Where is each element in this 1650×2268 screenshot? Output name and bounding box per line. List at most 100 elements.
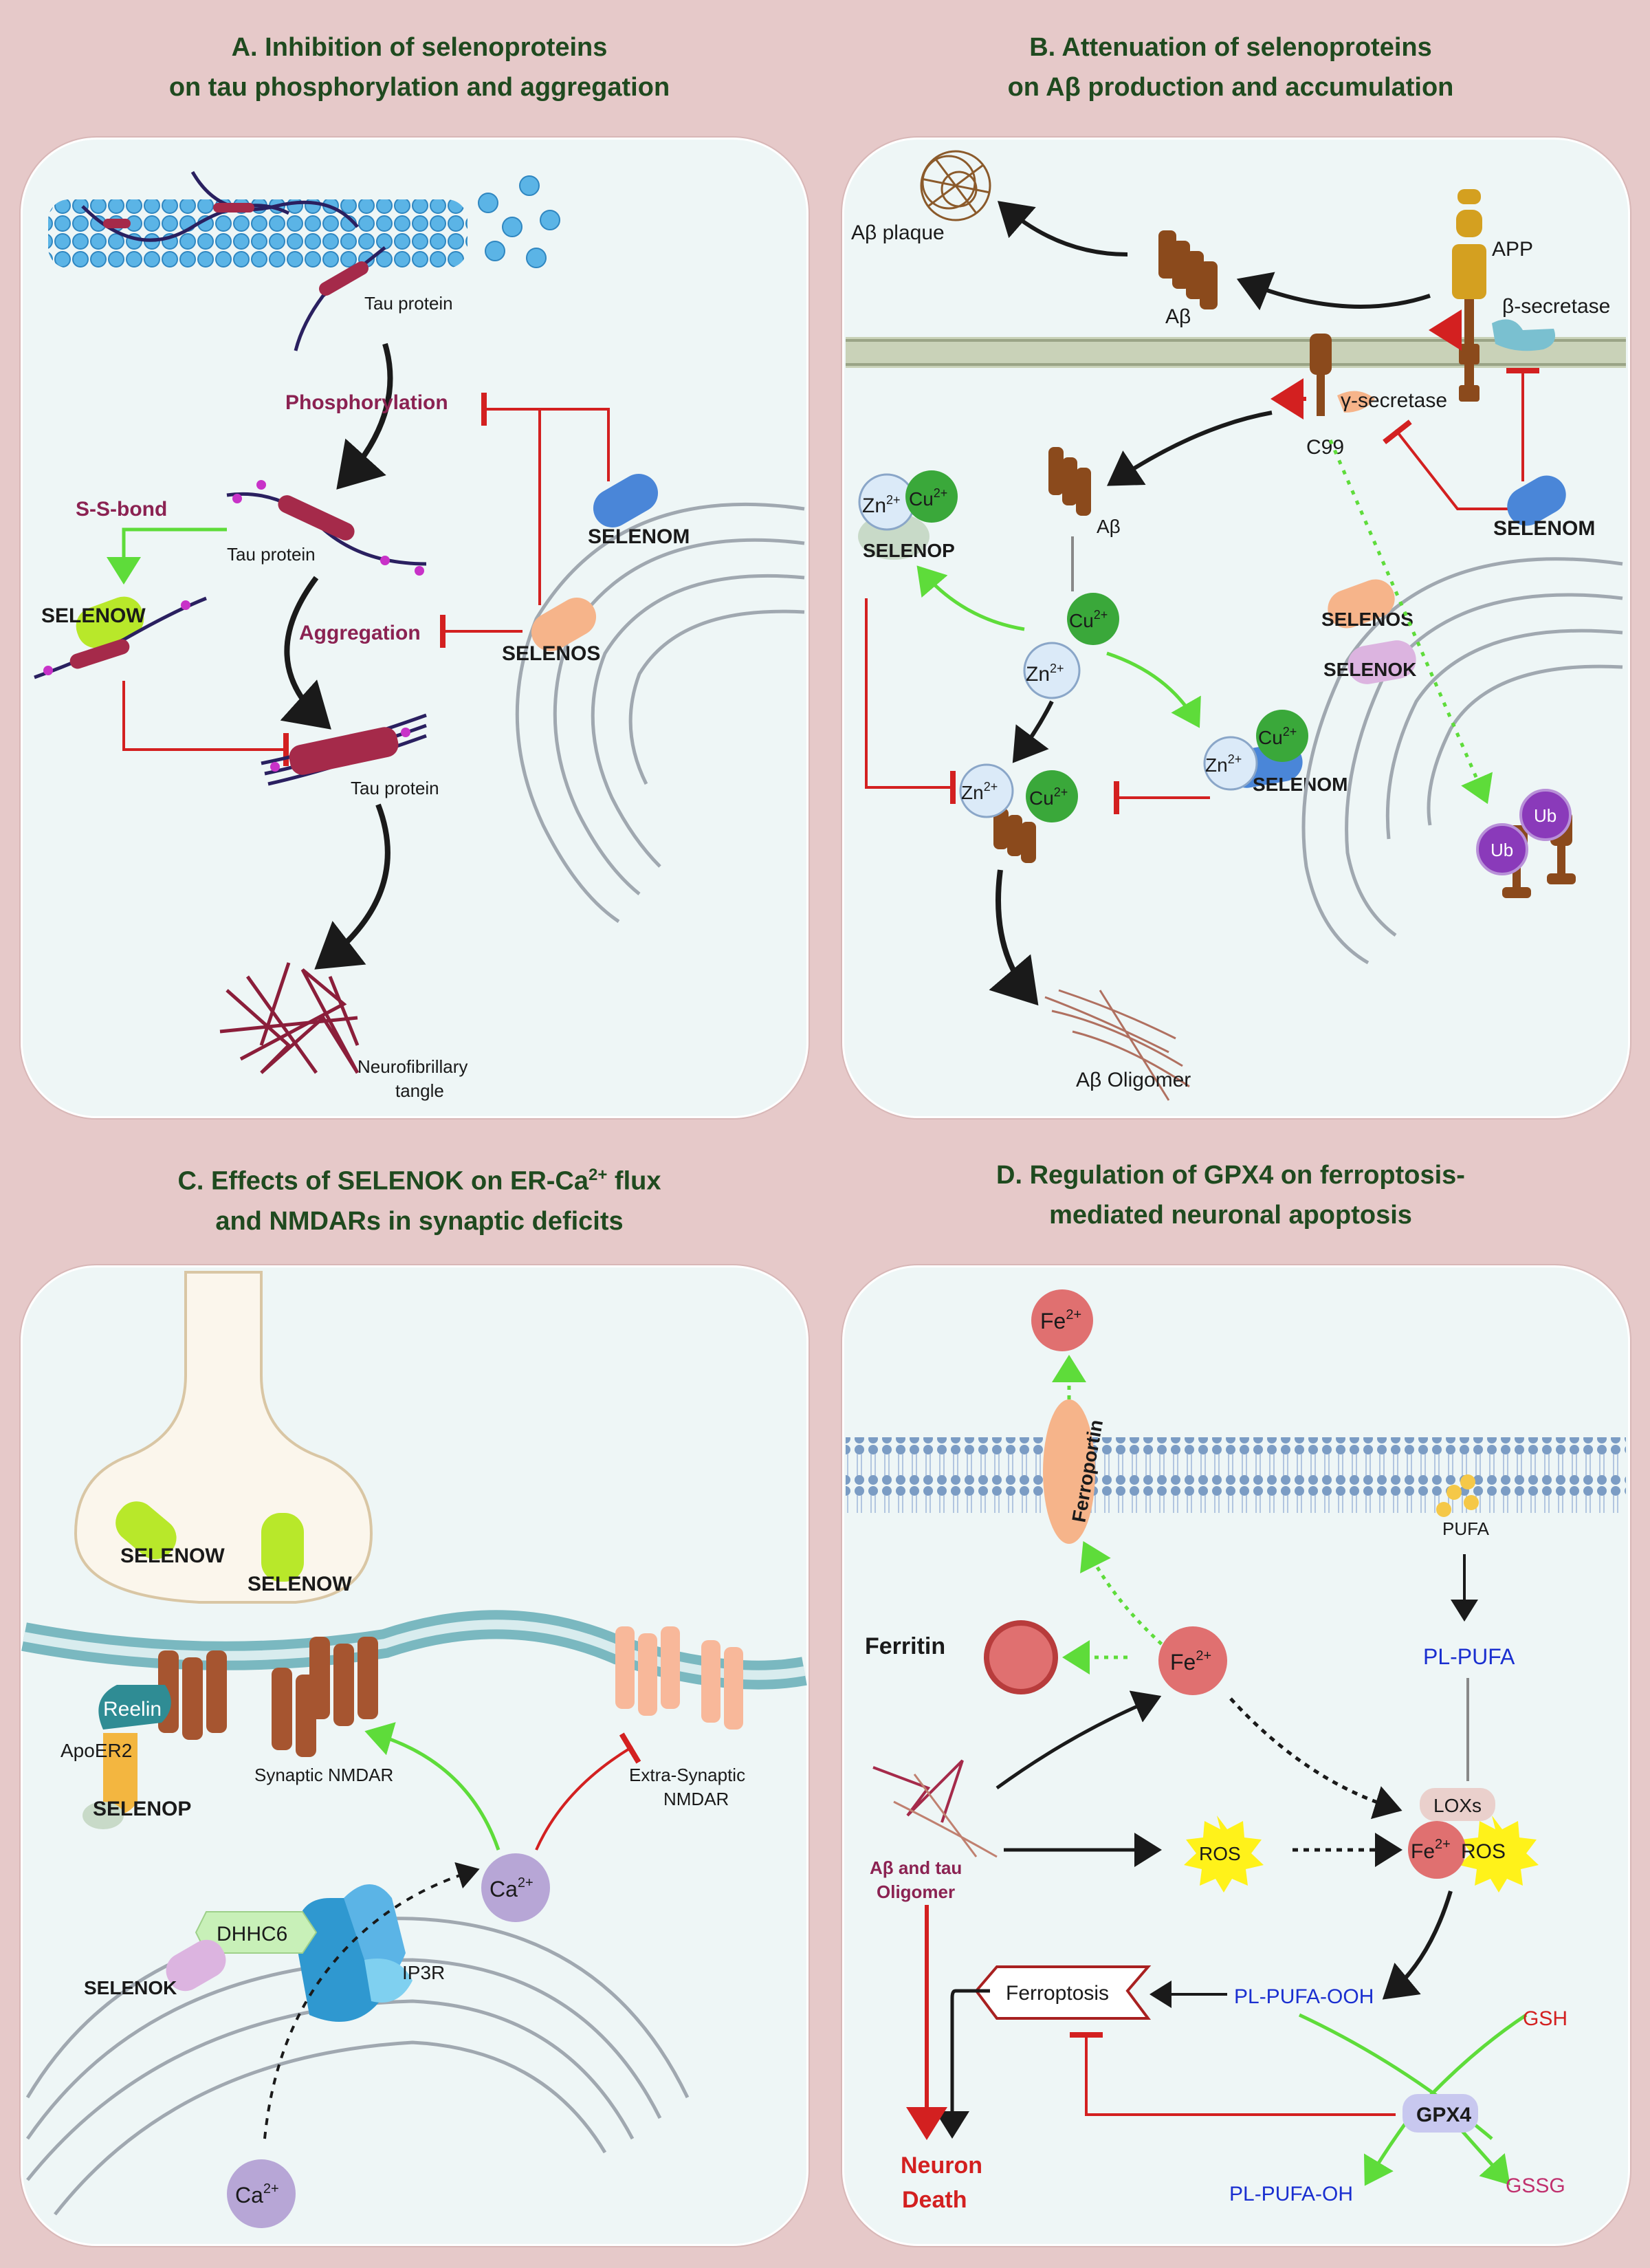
arrow-aggregation [280, 576, 331, 730]
panel-d-title: D. Regulation of GPX4 on ferroptosis- me… [852, 1155, 1609, 1235]
ca-label-c2: Ca2+ [235, 2181, 279, 2207]
selenom-protein-b1 [1507, 475, 1566, 526]
nmdar-receptor-synaptic [272, 1637, 378, 1757]
arrow-ca-synaptic [364, 1722, 500, 1851]
inhibit-selenow-aggregation [122, 681, 289, 766]
ros-burst-2 [1459, 1816, 1539, 1893]
gpx4-protein [1402, 2094, 1478, 2133]
selenos-label-a: SELENOS [502, 642, 600, 665]
selenop-label-b: SELENOP [863, 540, 955, 561]
arrow-tangle [314, 803, 390, 970]
extra-nmdar-label-2: NMDAR [663, 1789, 729, 1809]
zn-label-b2: Zn2+ [1026, 662, 1064, 686]
arrow-phosphorylation [336, 342, 393, 490]
cu-ion-b1 [905, 470, 958, 523]
apoer2-protein [103, 1733, 138, 1814]
ferroptosis-chevron [974, 1965, 1152, 2020]
abeta-metal-complex [993, 808, 1036, 863]
panel-c-title-line1-pre: Effects of SELENOK on ER-Ca [211, 1166, 588, 1196]
zn-ion-b2 [1023, 642, 1081, 699]
gamma-secretase-label: γ-secretase [1341, 389, 1447, 412]
ferritin-label: Ferritin [865, 1633, 945, 1659]
arrow-to-plaque [997, 201, 1128, 257]
pl-pufa-ooh-label: PL-PUFA-OOH [1234, 1985, 1374, 2008]
panel-a-title: A. Inhibition of selenoproteins on tau p… [41, 28, 798, 107]
ub-2 [1519, 789, 1572, 841]
abeta-oligomer-label: Aβ Oligomer [1076, 1069, 1191, 1091]
endoplasmic-reticulum-b [1301, 557, 1623, 965]
selenow-protein-a [76, 596, 144, 648]
cu-ion-b4 [1026, 770, 1078, 822]
abeta-stack-1 [1158, 230, 1218, 309]
c99-protein [1310, 334, 1332, 416]
ca-ion-c2 [227, 2159, 296, 2228]
selenos-label-b: SELENOS [1321, 609, 1414, 630]
abeta-plaque-label: Aβ plaque [851, 221, 945, 244]
ros-burst-1 [1184, 1816, 1264, 1893]
arrow-to-selenop [916, 565, 1025, 631]
tau-protein-label-3: Tau protein [351, 778, 439, 798]
selenow-label-c1: SELENOW [120, 1545, 225, 1567]
panel-b [842, 138, 1630, 1118]
cu-label-b2: Cu2+ [1069, 608, 1108, 631]
gsh-label: GSH [1523, 2007, 1568, 2030]
ip3r-label: IP3R [402, 1962, 445, 1983]
tau-protein-label-2: Tau protein [227, 544, 316, 565]
panel-c-title-line1-post: flux [607, 1166, 661, 1196]
dhhc6-protein [195, 1911, 318, 1954]
dhhc6-label: DHHC6 [217, 1923, 287, 1945]
gamma-secretase-protein [1337, 391, 1375, 413]
cu-label-b3: Cu2+ [1258, 725, 1297, 748]
panel-a [21, 138, 808, 1118]
pl-pufa-oh-label: PL-PUFA-OH [1229, 2183, 1353, 2205]
cu-label-b1: Cu2+ [909, 486, 947, 510]
inhibit-gpx4-ferroptosis [1070, 2032, 1396, 2116]
arrow-to-pl-pufa-ooh [1382, 1890, 1453, 2000]
selenom-label-a: SELENOM [588, 525, 690, 548]
fe-label-d1: Fe2+ [1040, 1307, 1081, 1333]
arrow-fe-to-lox [1229, 1697, 1402, 1820]
panel-c-title: C. Effects of SELENOK on ER-Ca2+ flux an… [41, 1155, 798, 1241]
zn-label-b3: Zn2+ [1205, 752, 1242, 776]
abeta-tau-label-1: Aβ and tau [870, 1857, 962, 1878]
arrow-fe-to-ferroportin [1080, 1541, 1170, 1652]
inhibit-selenom-phosphorylation [481, 393, 610, 481]
reelin-protein [98, 1685, 171, 1730]
zn-ion-b3 [1203, 736, 1258, 791]
arrow-to-selenom-b [1106, 651, 1201, 728]
arrow-to-complex [1012, 700, 1054, 763]
neuron-death-label-2: Death [902, 2187, 967, 2213]
abeta-oligomer-graphic [1044, 989, 1190, 1101]
panel-b-title-line2: on Aβ production and accumulation [1007, 73, 1454, 102]
ros-label-2: ROS [1461, 1840, 1506, 1863]
tau-protein-selenow [34, 596, 207, 679]
ip3r-channel [296, 1884, 412, 2022]
microtubule [48, 171, 560, 268]
panel-d-graphics: Fe2+ Ferroportin PUFA PL-PUFA Ferritin F… [846, 1289, 1626, 2213]
endoplasmic-reticulum-a [515, 502, 805, 924]
abeta-stack-2 [1048, 447, 1091, 516]
arrow-to-fe [996, 1690, 1162, 1790]
cu-ion-b3 [1256, 710, 1308, 762]
panel-b-letter: B. [1029, 33, 1056, 62]
aggregation-label: Aggregation [299, 622, 421, 644]
fe-ion-d2 [1158, 1626, 1227, 1695]
fe-ion-d3 [1408, 1821, 1466, 1879]
fe-ion-d1 [1031, 1289, 1093, 1351]
selenop-protein-c [82, 1802, 124, 1829]
arrow-to-oligomer [989, 869, 1039, 1006]
panel-b-title-line1: Attenuation of selenoproteins [1062, 33, 1432, 62]
arrow-c99-to-abeta [1107, 411, 1273, 486]
selenos-protein-a [531, 598, 597, 651]
panel-c-letter: C. [177, 1166, 204, 1196]
selenom-protein-a [593, 474, 659, 527]
panel-c [21, 1265, 808, 2246]
ub-label-1: Ub [1490, 840, 1513, 860]
abeta-plaque-graphic [920, 150, 991, 221]
ferroptosis-label: Ferroptosis [1006, 1982, 1109, 2005]
ss-bond-label: S-S-bond [76, 498, 167, 521]
selenow-vesicle-2 [261, 1513, 304, 1582]
c99-label: C99 [1306, 436, 1344, 459]
gssg-label: GSSG [1506, 2174, 1565, 2197]
panel-a-title-line2: on tau phosphorylation and aggregation [168, 73, 670, 102]
